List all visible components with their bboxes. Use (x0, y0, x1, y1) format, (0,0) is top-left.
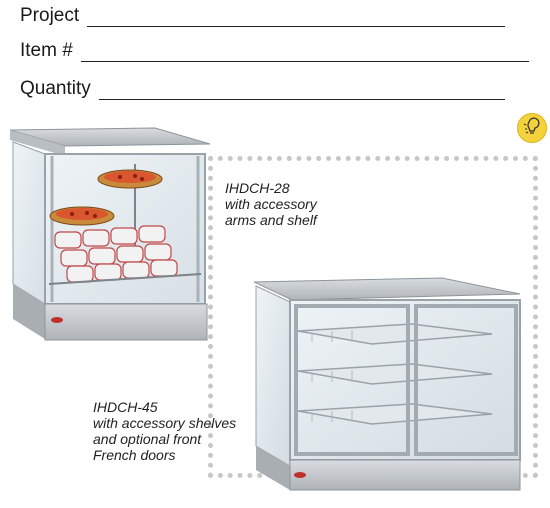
ihdch-28-line-2: arms and shelf (225, 212, 317, 228)
quantity-input-line[interactable] (98, 81, 505, 100)
item-number-label: Item # (20, 40, 73, 61)
item-number-field[interactable]: Item # (20, 40, 529, 62)
ihdch-28-cabinet-image (9, 127, 211, 341)
item-number-input-line[interactable] (80, 43, 529, 62)
bulb-idea-icon (517, 113, 547, 143)
ihdch-28-caption: IHDCH-28 with accessory arms and shelf (225, 180, 317, 228)
ihdch-45-caption: IHDCH-45 with accessory shelves and opti… (93, 399, 236, 463)
project-field[interactable]: Project (20, 5, 506, 27)
project-input-line[interactable] (87, 8, 506, 27)
ihdch-28-model: IHDCH-28 (225, 180, 290, 196)
quantity-field[interactable]: Quantity (20, 78, 505, 100)
ihdch-28-line-1: with accessory (225, 196, 317, 212)
ihdch-45-model: IHDCH-45 (93, 399, 158, 415)
ihdch-45-line-3: French doors (93, 447, 176, 463)
ihdch-45-cabinet-image (253, 277, 521, 491)
quantity-label: Quantity (20, 78, 91, 99)
project-label: Project (20, 5, 80, 26)
ihdch-45-line-2: and optional front (93, 431, 202, 447)
ihdch-45-line-1: with accessory shelves (93, 415, 237, 431)
